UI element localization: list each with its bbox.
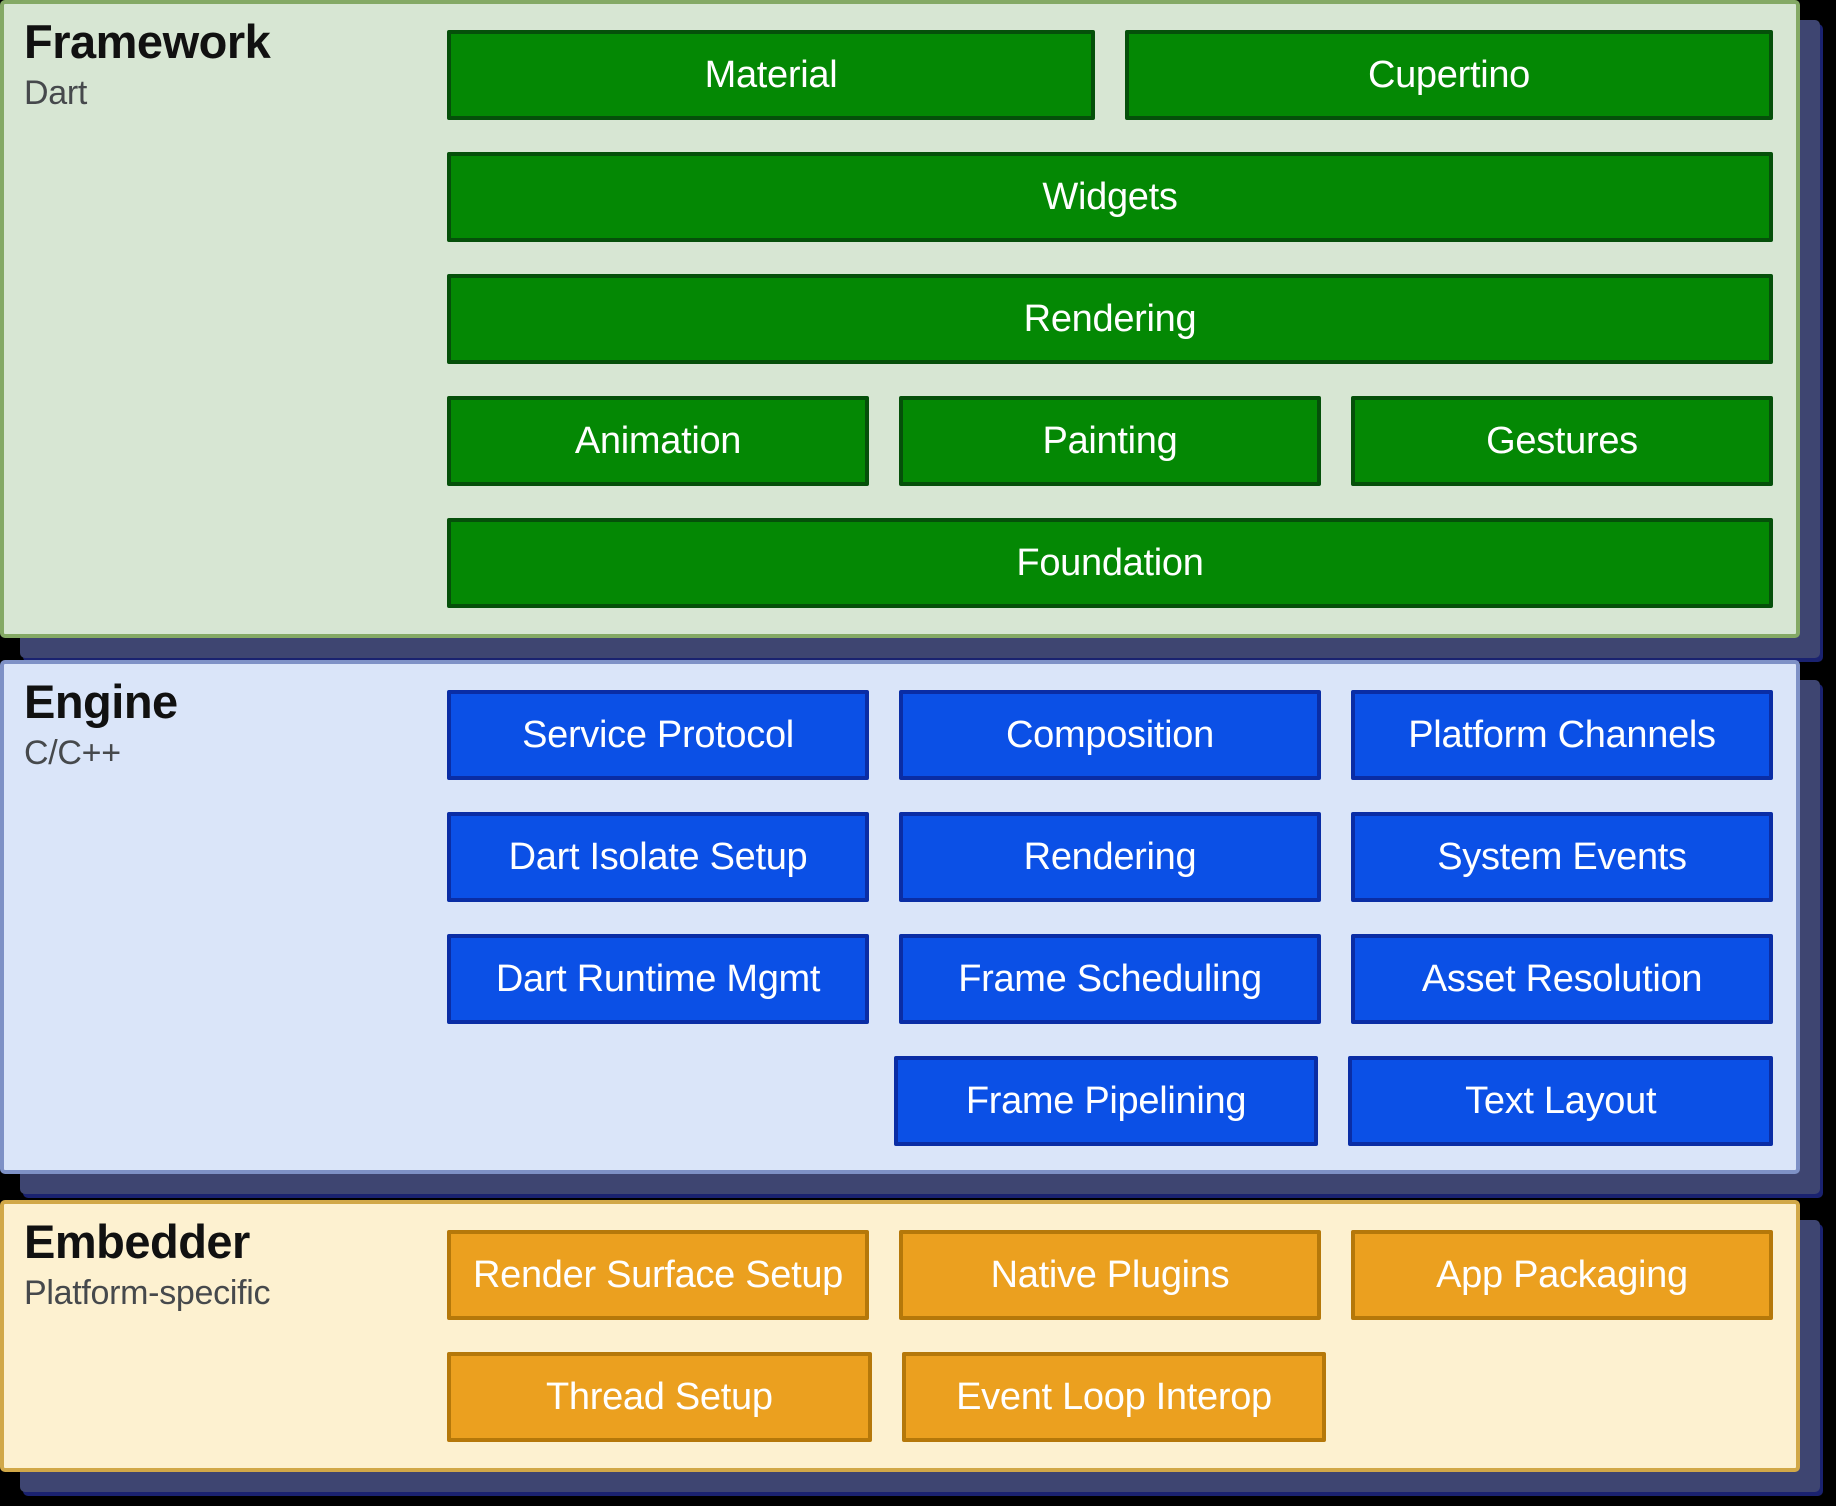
box-render-surface-setup: Render Surface Setup (447, 1230, 869, 1320)
engine-row-1: Service Protocol Composition Platform Ch… (447, 690, 1773, 780)
engine-row-4-spacer (447, 1056, 864, 1146)
box-thread-setup: Thread Setup (447, 1352, 872, 1442)
framework-subtitle: Dart (24, 74, 88, 113)
box-platform-channels: Platform Channels (1351, 690, 1773, 780)
engine-title-block: Engine C/C++ (24, 674, 178, 775)
box-foundation: Foundation (447, 518, 1773, 608)
framework-row-4: Animation Painting Gestures (447, 396, 1773, 486)
box-animation: Animation (447, 396, 869, 486)
engine-panel: Engine C/C++ Service Protocol Compositio… (0, 660, 1800, 1174)
box-rendering: Rendering (447, 274, 1773, 364)
embedder-boxes: Render Surface Setup Native Plugins App … (447, 1230, 1773, 1442)
box-dart-runtime-mgmt: Dart Runtime Mgmt (447, 934, 869, 1024)
engine-row-3: Dart Runtime Mgmt Frame Scheduling Asset… (447, 934, 1773, 1024)
engine-subtitle: C/C++ (24, 734, 121, 773)
embedder-panel: Embedder Platform-specific Render Surfac… (0, 1200, 1800, 1472)
box-widgets: Widgets (447, 152, 1773, 242)
box-engine-rendering: Rendering (899, 812, 1321, 902)
framework-title-block: Framework Dart (24, 14, 271, 115)
box-app-packaging: App Packaging (1351, 1230, 1773, 1320)
framework-row-3: Rendering (447, 274, 1773, 364)
framework-row-5: Foundation (447, 518, 1773, 608)
engine-row-2: Dart Isolate Setup Rendering System Even… (447, 812, 1773, 902)
box-gestures: Gestures (1351, 396, 1773, 486)
framework-title: Framework (24, 15, 271, 68)
box-composition: Composition (899, 690, 1321, 780)
box-painting: Painting (899, 396, 1321, 486)
embedder-row-2-spacer (1356, 1352, 1773, 1442)
embedder-title: Embedder (24, 1215, 250, 1268)
box-text-layout: Text Layout (1348, 1056, 1774, 1146)
framework-row-1: Material Cupertino (447, 30, 1773, 120)
engine-boxes: Service Protocol Composition Platform Ch… (447, 690, 1774, 1146)
embedder-row-2: Thread Setup Event Loop Interop (447, 1352, 1773, 1442)
box-event-loop-interop: Event Loop Interop (901, 1352, 1327, 1442)
box-native-plugins: Native Plugins (899, 1230, 1321, 1320)
framework-boxes: Material Cupertino Widgets Rendering Ani… (447, 30, 1773, 608)
box-frame-scheduling: Frame Scheduling (899, 934, 1321, 1024)
framework-row-2: Widgets (447, 152, 1773, 242)
framework-panel: Framework Dart Material Cupertino Widget… (0, 0, 1800, 638)
box-system-events: System Events (1351, 812, 1773, 902)
box-asset-resolution: Asset Resolution (1351, 934, 1773, 1024)
box-cupertino: Cupertino (1125, 30, 1773, 120)
engine-title: Engine (24, 675, 178, 728)
box-dart-isolate-setup: Dart Isolate Setup (447, 812, 869, 902)
engine-row-4: Frame Pipelining Text Layout (447, 1056, 1774, 1146)
box-service-protocol: Service Protocol (447, 690, 869, 780)
embedder-row-1: Render Surface Setup Native Plugins App … (447, 1230, 1773, 1320)
embedder-subtitle: Platform-specific (24, 1274, 271, 1313)
box-frame-pipelining: Frame Pipelining (893, 1056, 1319, 1146)
box-material: Material (447, 30, 1095, 120)
embedder-title-block: Embedder Platform-specific (24, 1214, 270, 1315)
